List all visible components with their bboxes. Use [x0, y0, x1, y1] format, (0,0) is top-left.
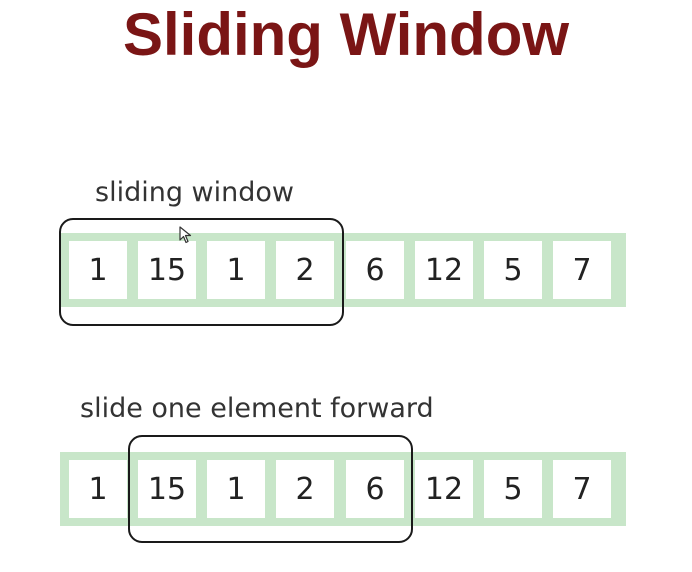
array-cell: 6 — [346, 460, 404, 518]
array-cell: 6 — [346, 241, 404, 299]
array-cell: 1 — [207, 241, 265, 299]
page-title: Sliding Window — [122, 1, 570, 68]
array-cell: 2 — [276, 460, 334, 518]
sliding-window-frame — [59, 218, 344, 326]
row-label-slide-forward: slide one element forward — [80, 393, 434, 424]
mouse-pointer-icon — [179, 226, 192, 244]
row-label-sliding-window: sliding window — [95, 177, 294, 208]
array-cell: 1 — [207, 460, 265, 518]
array-cell: 1 — [69, 460, 127, 518]
array-cell: 12 — [415, 460, 473, 518]
sliding-window-frame — [128, 435, 413, 543]
array-cell: 5 — [484, 241, 542, 299]
array-cell: 15 — [138, 460, 196, 518]
array-row-2: 1 15 1 2 6 12 5 7 — [60, 452, 626, 526]
array-cell: 1 — [69, 241, 127, 299]
array-cell: 15 — [138, 241, 196, 299]
array-cell: 5 — [484, 460, 542, 518]
array-cell: 7 — [553, 241, 611, 299]
array-cell: 12 — [415, 241, 473, 299]
array-cell: 7 — [553, 460, 611, 518]
array-cell: 2 — [276, 241, 334, 299]
